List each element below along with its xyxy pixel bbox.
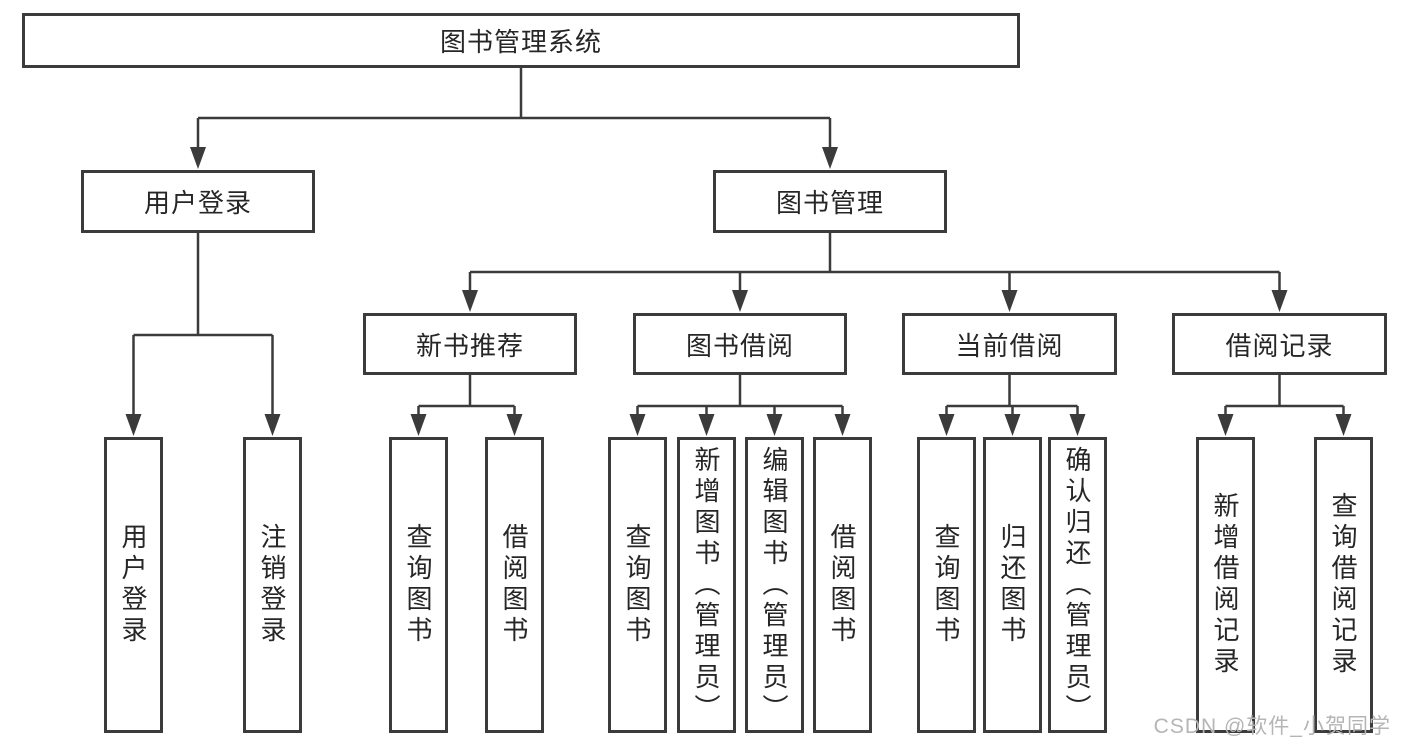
- node-borrow-records: 借阅记录: [1172, 313, 1387, 375]
- leaf-confirm-return-admin: 确认归还（管理员）: [1048, 437, 1107, 733]
- leaf-query-books-recommend: 查询图书: [389, 437, 448, 733]
- leaf-borrow-books-recommend: 借阅图书: [485, 437, 544, 733]
- node-book-management: 图书管理: [713, 170, 947, 233]
- leaf-return-book: 归还图书: [983, 437, 1042, 733]
- node-current-borrow: 当前借阅: [902, 313, 1117, 375]
- leaf-query-borrow-record: 查询借阅记录: [1314, 437, 1373, 733]
- leaf-add-borrow-record: 新增借阅记录: [1196, 437, 1255, 733]
- csdn-watermark: CSDN @软件_小贺同学: [1153, 715, 1391, 738]
- leaf-logout: 注销登录: [243, 437, 302, 733]
- arrowheads: [125, 147, 1352, 436]
- leaf-user-login: 用户登录: [104, 437, 163, 733]
- node-book-borrow: 图书借阅: [633, 313, 847, 375]
- node-user-login: 用户登录: [81, 170, 315, 233]
- leaf-edit-book-admin: 编辑图书（管理员）: [745, 437, 804, 733]
- leaf-borrow-books: 借阅图书: [813, 437, 872, 733]
- leaf-query-books-current: 查询图书: [917, 437, 976, 733]
- leaf-query-books-borrow: 查询图书: [608, 437, 667, 733]
- leaf-add-book-admin: 新增图书（管理员）: [677, 437, 736, 733]
- node-root: 图书管理系统: [22, 13, 1020, 68]
- node-new-book-recommend: 新书推荐: [363, 313, 577, 375]
